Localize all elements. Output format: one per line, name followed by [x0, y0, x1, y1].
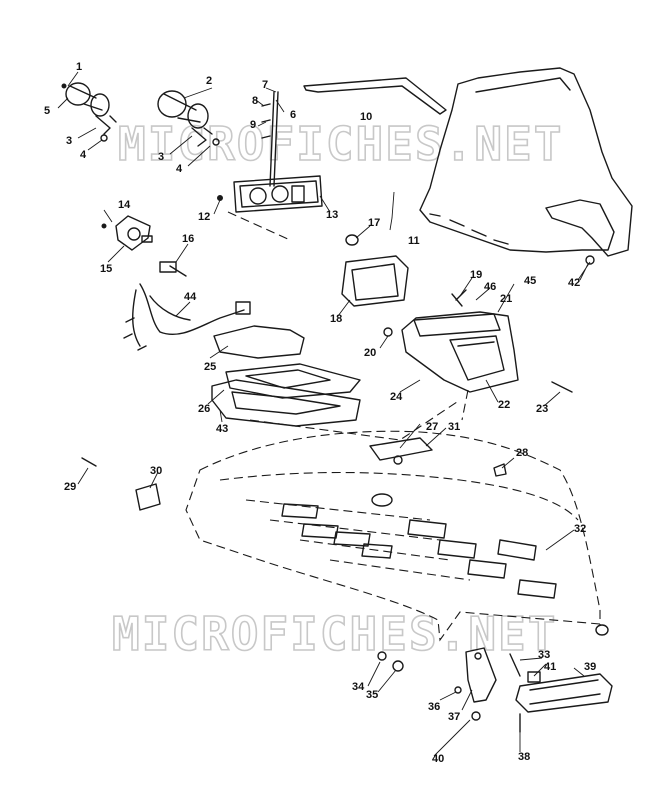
callout-36: 36 [428, 701, 440, 713]
callout-25: 25 [204, 361, 216, 373]
clip-33 [509, 653, 521, 677]
callout-22: 22 [498, 399, 510, 411]
callout-3: 3 [158, 151, 164, 163]
callout-39: 39 [584, 661, 596, 673]
callout-20: 20 [364, 347, 376, 359]
callout-42: 42 [568, 277, 580, 289]
callout-14: 14 [118, 199, 131, 211]
bracket-27 [369, 437, 433, 465]
headlight-39 [515, 673, 613, 713]
callout-4: 4 [176, 163, 183, 175]
watermark-top: MICROFICHES.NET [118, 117, 563, 171]
callout-33: 33 [538, 649, 550, 661]
nut-40 [471, 711, 481, 721]
windshield-trim [303, 77, 447, 115]
callout-13: 13 [326, 209, 338, 221]
callout-2: 2 [206, 75, 212, 87]
frame-26 [225, 363, 361, 399]
callout-15: 15 [100, 263, 112, 275]
callout-12: 12 [198, 211, 210, 223]
hood [185, 430, 601, 642]
washer-35 [392, 660, 404, 672]
callout-labels: 1 2 3 3 4 4 5 6 7 8 9 10 11 12 13 14 15 … [44, 61, 596, 765]
callout-10: 10 [360, 111, 372, 123]
watermark-bottom: MICROFICHES.NET [112, 607, 557, 661]
callout-11: 11 [408, 235, 420, 247]
callout-38: 38 [518, 751, 530, 763]
callout-24: 24 [390, 391, 403, 403]
windshield [419, 67, 633, 265]
callout-32: 32 [574, 523, 586, 535]
callout-34: 34 [352, 681, 365, 693]
callout-31: 31 [448, 421, 460, 433]
callout-29: 29 [64, 481, 76, 493]
callout-37: 37 [448, 711, 460, 723]
wiring-harness [123, 283, 251, 351]
screw-36 [454, 686, 462, 694]
hood-vent-left [281, 503, 393, 559]
callout-17: 17 [368, 217, 380, 229]
callout-26: 26 [198, 403, 210, 415]
lens-17 [345, 234, 359, 246]
callout-27: 27 [426, 421, 438, 433]
callout-6: 6 [290, 109, 296, 121]
callout-41: 41 [544, 661, 556, 673]
callout-16: 16 [182, 233, 194, 245]
callout-28: 28 [516, 447, 528, 459]
mat-25 [213, 325, 305, 359]
hood-vent-right [407, 519, 557, 599]
gauge-right [157, 90, 220, 147]
callout-4: 4 [80, 149, 87, 161]
callout-3: 3 [66, 135, 72, 147]
console-box [383, 289, 573, 393]
gauge-housing [341, 255, 409, 307]
callout-21: 21 [500, 293, 512, 305]
callout-43: 43 [216, 423, 228, 435]
grommet-42 [595, 624, 609, 636]
nut-34 [377, 651, 387, 661]
frame-43 [211, 379, 361, 427]
callout-23: 23 [536, 403, 548, 415]
callout-19: 19 [470, 269, 482, 281]
callout-40: 40 [432, 753, 444, 765]
gauge-left [61, 82, 117, 142]
lamp-41 [527, 671, 541, 683]
bracket-30 [135, 483, 161, 511]
callout-7: 7 [262, 79, 268, 91]
callout-5: 5 [44, 105, 50, 117]
instrument-panel-plate [217, 91, 323, 213]
callout-8: 8 [252, 95, 258, 107]
callout-46: 46 [484, 281, 496, 293]
ignition-switch [101, 215, 153, 251]
callout-35: 35 [366, 689, 378, 701]
connector-16 [159, 261, 187, 277]
screw-29 [81, 457, 97, 467]
callout-44: 44 [184, 291, 197, 303]
callout-45: 45 [524, 275, 536, 287]
callout-18: 18 [330, 313, 342, 325]
callout-30: 30 [150, 465, 162, 477]
callout-9: 9 [250, 119, 256, 131]
bolt-28 [493, 463, 507, 477]
bracket-37 [465, 647, 497, 703]
callout-1: 1 [76, 61, 82, 73]
